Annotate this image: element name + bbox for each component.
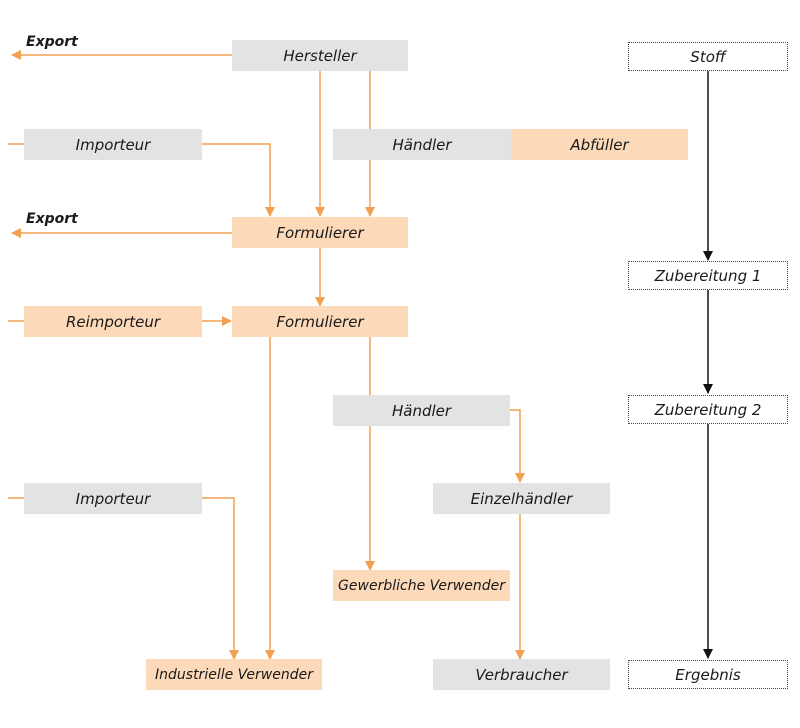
arrow-importeur2-industrielle — [202, 497, 239, 660]
node-gewerbliche-verwender: Gewerbliche Verwender — [333, 570, 510, 601]
node-formulierer-1: Formulierer — [232, 217, 408, 248]
node-importeur-2: Importeur — [24, 483, 202, 514]
arrow-haendler-einzelhaendler — [510, 409, 525, 483]
legend-ergebnis: Ergebnis — [628, 660, 788, 689]
node-haendler-1: Händler — [333, 129, 511, 160]
node-industrielle-verwender: Industrielle Verwender — [146, 659, 322, 690]
legend-zubereitung-2: Zubereitung 2 — [628, 395, 788, 424]
node-haendler-2: Händler — [333, 395, 510, 426]
node-hersteller: Hersteller — [232, 40, 408, 71]
arrow-importeur-formulierer — [202, 143, 275, 217]
node-einzelhaendler: Einzelhändler — [433, 483, 610, 514]
export-label-mid: Export — [26, 211, 78, 227]
node-formulierer-2: Formulierer — [232, 306, 408, 337]
node-importeur-1: Importeur — [24, 129, 202, 160]
legend-zubereitung-1: Zubereitung 1 — [628, 261, 788, 290]
node-verbraucher: Verbraucher — [433, 659, 610, 690]
node-abfueller: Abfüller — [511, 129, 688, 160]
legend-stoff: Stoff — [628, 42, 788, 71]
export-label-top: Export — [26, 34, 78, 50]
node-reimporteur: Reimporteur — [24, 306, 202, 337]
